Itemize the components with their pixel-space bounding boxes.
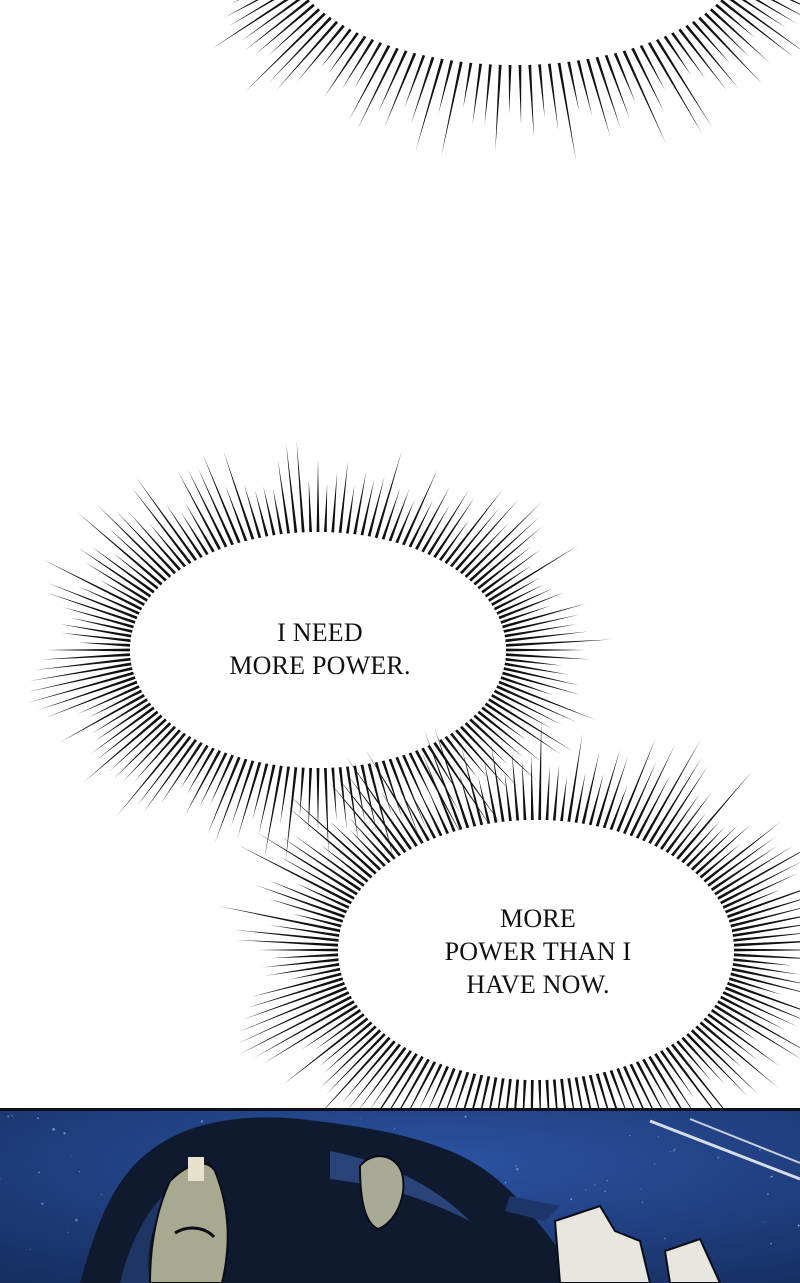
speech-bubble-middle-text: I NEED MORE POWER. [190,616,450,682]
comic-panel-night-scene [0,1108,800,1283]
bubble-line: MORE POWER. [229,651,411,680]
clothing-fragment [505,1196,560,1221]
character-eye [174,1226,216,1239]
bubble-line: POWER THAN I [444,937,632,966]
bubble-line: I NEED [277,618,363,647]
night-scene-illustration [0,1111,800,1283]
clothing-fragment [553,1204,652,1283]
light-streak [649,1119,800,1181]
bubble-line: MORE [500,904,576,933]
speech-bubble-lower-text: MORE POWER THAN I HAVE NOW. [408,902,668,1001]
headband [188,1157,204,1181]
burst-bubble-top [211,0,800,162]
light-streak [689,1118,800,1164]
bubble-line: HAVE NOW. [466,970,610,999]
character-ear [358,1155,405,1231]
burst-bubble-middle [27,441,612,863]
clothing-fragment [663,1237,722,1283]
burst-bubble-lower [218,719,800,1190]
hair-highlight [120,1181,180,1283]
